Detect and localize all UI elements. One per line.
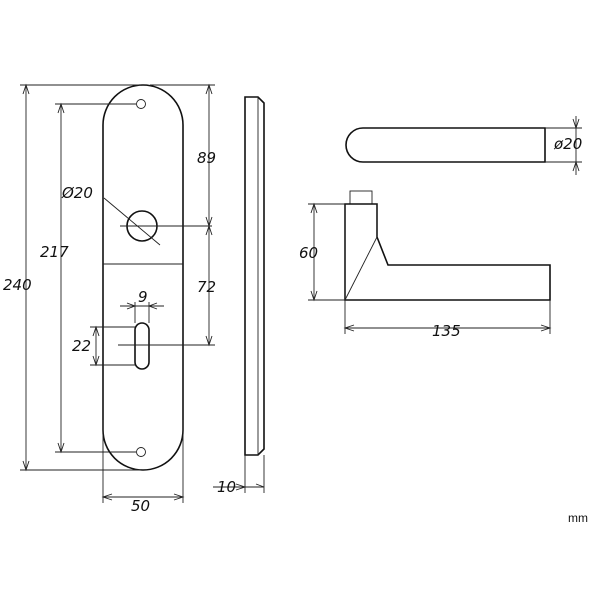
backplate-outline: [102, 84, 184, 471]
dim-plate-width: 50: [101, 420, 185, 515]
label-50: 50: [131, 497, 150, 515]
top-screw-hole: [136, 99, 146, 109]
dim-top-to-handle: 89: [150, 83, 216, 228]
label-lever-diameter: ø20: [553, 135, 582, 153]
lever-front-view: [344, 190, 551, 301]
dim-lever-diameter: ø20: [545, 116, 582, 175]
label-handle-hole: Ø20: [61, 184, 93, 202]
label-60: 60: [299, 244, 318, 262]
label-89: 89: [197, 149, 216, 167]
keyhole-slot: [134, 322, 150, 370]
lever-top-outline: [345, 127, 546, 163]
side-profile-outline: [244, 96, 265, 456]
label-72: 72: [197, 278, 216, 296]
backplate-side-view: [244, 96, 265, 456]
label-10: 10: [217, 478, 236, 496]
unit-label: mm: [568, 511, 588, 525]
dim-plate-thickness: 10: [213, 455, 265, 496]
dim-key-width: 9: [120, 288, 164, 323]
dim-lever-length: 135: [343, 300, 552, 340]
dim-handle-to-key: 72: [160, 224, 216, 347]
lever-top-view: [345, 127, 546, 163]
label-240: 240: [3, 276, 32, 294]
bottom-screw-hole: [136, 447, 146, 457]
lever-outline: [344, 203, 551, 301]
label-22: 22: [72, 337, 91, 355]
dim-plate-height: 240: [3, 83, 141, 472]
dim-lever-height: 60: [299, 202, 345, 302]
backplate-front-view: [102, 84, 212, 471]
handle-hole-leader: [103, 197, 161, 246]
dim-key-height: 22: [72, 325, 135, 367]
label-217: 217: [40, 243, 69, 261]
lever-spindle: [349, 190, 373, 205]
dim-screw-spacing: 217: [40, 102, 136, 454]
label-135: 135: [432, 322, 461, 340]
label-9: 9: [138, 288, 148, 306]
